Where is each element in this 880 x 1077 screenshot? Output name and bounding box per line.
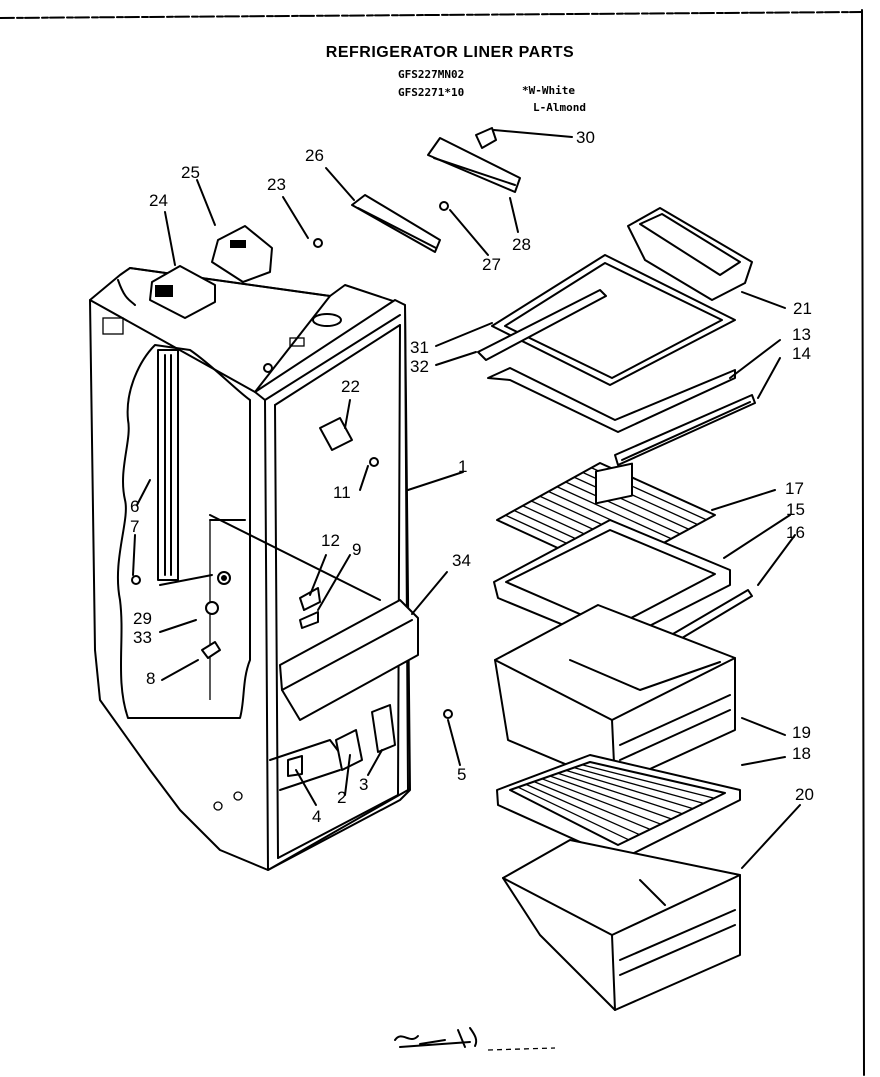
model-number-1: GFS227MN02 — [398, 68, 465, 81]
callout-5: 5 — [457, 765, 466, 784]
callout-24: 24 — [149, 191, 168, 210]
callout-numbers: 1 2 3 4 5 6 7 8 9 11 12 13 14 15 16 17 1… — [130, 128, 814, 826]
footer-mark — [394, 1027, 556, 1051]
callout-30: 30 — [576, 128, 595, 147]
model-number-2: GFS2271*10 — [398, 86, 465, 99]
callout-34: 34 — [452, 551, 471, 570]
diagram-title: REFRIGERATOR LINER PARTS — [325, 44, 575, 61]
deflector — [279, 599, 419, 721]
callout-31: 31 — [410, 338, 429, 357]
callout-21: 21 — [793, 299, 812, 318]
cover-rib — [517, 786, 629, 841]
callout-32: 32 — [410, 357, 429, 376]
dairy-bin — [627, 207, 753, 301]
callout-17: 17 — [785, 479, 804, 498]
cover-rib — [549, 775, 672, 820]
liner-body — [89, 267, 411, 871]
callout-29: 29 — [133, 609, 152, 628]
crisper-pan-upper — [494, 604, 736, 786]
color-code-almond: L-Almond — [533, 101, 586, 114]
top-shelf-assembly — [477, 254, 756, 466]
callout-33: 33 — [133, 628, 152, 647]
cover-rib — [525, 783, 640, 836]
callout-2: 2 — [337, 788, 346, 807]
leader-lines — [132, 129, 801, 869]
callout-19: 19 — [792, 723, 811, 742]
callout-26: 26 — [305, 146, 324, 165]
wire-rod — [573, 476, 690, 530]
callout-11: 11 — [333, 483, 351, 502]
callout-3: 3 — [359, 775, 368, 794]
wire-rod — [556, 486, 672, 540]
callout-4: 4 — [312, 807, 321, 826]
cover-rib — [557, 772, 683, 815]
callout-25: 25 — [181, 163, 200, 182]
top-channels — [351, 127, 521, 253]
callout-14: 14 — [792, 344, 811, 363]
crisper-pan-lower — [502, 839, 741, 1011]
callout-16: 16 — [786, 523, 805, 542]
cover-rib — [573, 766, 704, 805]
callout-9: 9 — [352, 540, 361, 559]
callout-1: 1 — [458, 457, 467, 476]
cover-rib — [541, 778, 662, 825]
color-code-white: *W-White — [522, 84, 575, 97]
callout-23: 23 — [267, 175, 286, 194]
wire-rod — [565, 481, 681, 535]
control-housing — [149, 225, 273, 319]
callout-28: 28 — [512, 235, 531, 254]
cover-rib — [565, 769, 694, 810]
callout-27: 27 — [482, 255, 501, 274]
cover-rib — [581, 764, 715, 799]
callout-15: 15 — [786, 500, 805, 519]
callout-22: 22 — [341, 377, 360, 396]
callout-18: 18 — [792, 744, 811, 763]
crisper-cover — [496, 754, 741, 861]
callout-8: 8 — [146, 669, 155, 688]
page-border — [0, 9, 865, 1076]
callout-12: 12 — [321, 531, 340, 550]
callout-13: 13 — [792, 325, 811, 344]
cover-rib — [533, 780, 651, 831]
callout-7: 7 — [130, 517, 139, 536]
callout-20: 20 — [795, 785, 814, 804]
callout-6: 6 — [130, 497, 139, 516]
